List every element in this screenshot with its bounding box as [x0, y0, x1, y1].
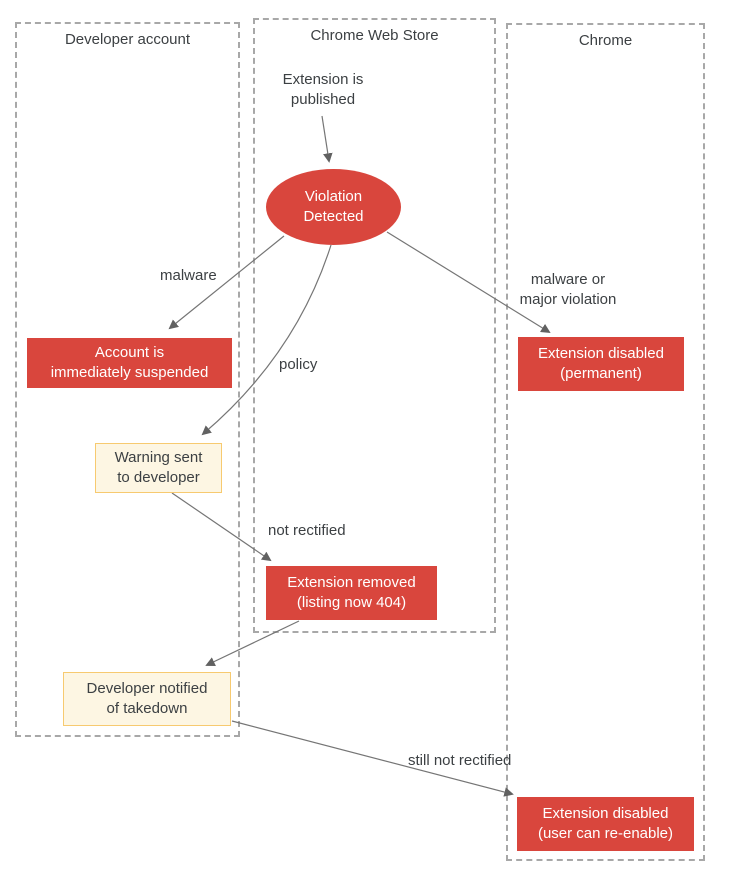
edge-label-still-not-rectified: still not rectified: [408, 752, 512, 769]
arrow-notified-to-reenable: [231, 720, 514, 797]
lane-chrome-web-store: Chrome Web Store: [253, 18, 496, 633]
node-extension-published: Extension is published: [282, 71, 364, 108]
edge-label-policy: policy: [279, 356, 318, 373]
node-extension-disabled-reenable: Extension disabled (user can re-enable): [517, 797, 694, 851]
node-developer-notified: Developer notified of takedown: [63, 672, 231, 726]
node-extension-removed: Extension removed (listing now 404): [266, 566, 437, 620]
arrow-violation-to-warning: [201, 244, 332, 436]
node-extension-disabled-permanent: Extension disabled (permanent): [518, 337, 684, 391]
arrow-warning-to-removed: [171, 492, 272, 562]
lane-title-developer-account: Developer account: [64, 31, 191, 48]
arrow-removed-to-notified: [205, 620, 300, 667]
arrow-violation-to-suspended: [168, 235, 285, 330]
node-account-suspended: Account is immediately suspended: [27, 338, 232, 388]
lane-developer-account: Developer account: [15, 22, 240, 737]
node-violation-detected: Violation Detected: [266, 169, 401, 245]
lane-title-chrome: Chrome: [578, 32, 633, 49]
arrow-violation-to-permanent: [386, 231, 551, 334]
edge-label-not-rectified: not rectified: [268, 522, 346, 539]
lane-title-chrome-web-store: Chrome Web Store: [310, 27, 439, 44]
edge-label-malware: malware: [160, 267, 217, 284]
node-warning-sent: Warning sent to developer: [95, 443, 222, 493]
edge-label-malware-or-major-violation: malware or major violation: [519, 271, 617, 308]
arrow-published-to-violation: [321, 115, 333, 163]
lane-chrome: Chrome: [506, 23, 705, 861]
